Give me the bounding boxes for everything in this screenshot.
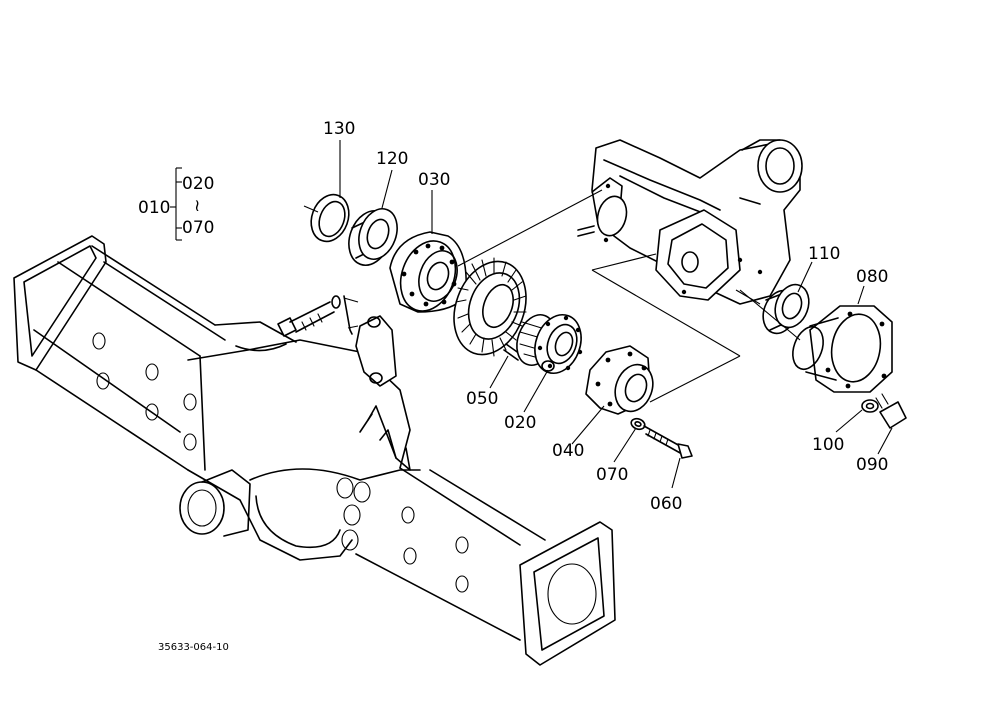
bearing-120 xyxy=(348,208,398,266)
label-060: 060 xyxy=(650,494,682,514)
differential-case-030 xyxy=(389,231,467,313)
label-020-group: 020 xyxy=(182,174,214,194)
label-120: 120 xyxy=(376,149,408,169)
label-050: 050 xyxy=(466,389,498,409)
axle-housing xyxy=(13,235,616,666)
bracket-bolt xyxy=(277,295,341,337)
label-130: 130 xyxy=(323,119,355,139)
bearing-flange-080 xyxy=(792,305,893,393)
pinion-gear-020 xyxy=(516,314,583,374)
exploded-view-guides xyxy=(343,189,801,403)
label-090: 090 xyxy=(856,455,888,475)
oil-seal-130 xyxy=(303,193,350,243)
bolt-060 xyxy=(643,425,693,459)
label-070: 070 xyxy=(596,465,628,485)
ring-gear-050 xyxy=(453,257,527,361)
washer-100 xyxy=(861,399,879,413)
label-range-symbol: ≀ xyxy=(194,196,200,216)
callout-leaders xyxy=(339,140,893,489)
label-070-group: 070 xyxy=(182,218,214,238)
label-040: 040 xyxy=(552,441,584,461)
callout-labels: 010 020 ≀ 070 130 120 030 050 020 040 07… xyxy=(138,119,888,653)
label-110: 110 xyxy=(808,244,840,264)
label-100: 100 xyxy=(812,435,844,455)
washer-070 xyxy=(630,417,646,431)
gear-case-housing xyxy=(577,139,803,305)
label-080: 080 xyxy=(856,267,888,287)
assembly-group-bracket xyxy=(170,167,182,241)
label-030: 030 xyxy=(418,170,450,190)
drawing-code: 35633-064-10 xyxy=(158,642,229,653)
carrier-bracket xyxy=(343,295,397,387)
bolt-090 xyxy=(875,393,907,429)
label-020: 020 xyxy=(504,413,536,433)
bearing-110 xyxy=(762,283,810,335)
differential-housing-040 xyxy=(585,345,654,415)
label-010: 010 xyxy=(138,198,170,218)
